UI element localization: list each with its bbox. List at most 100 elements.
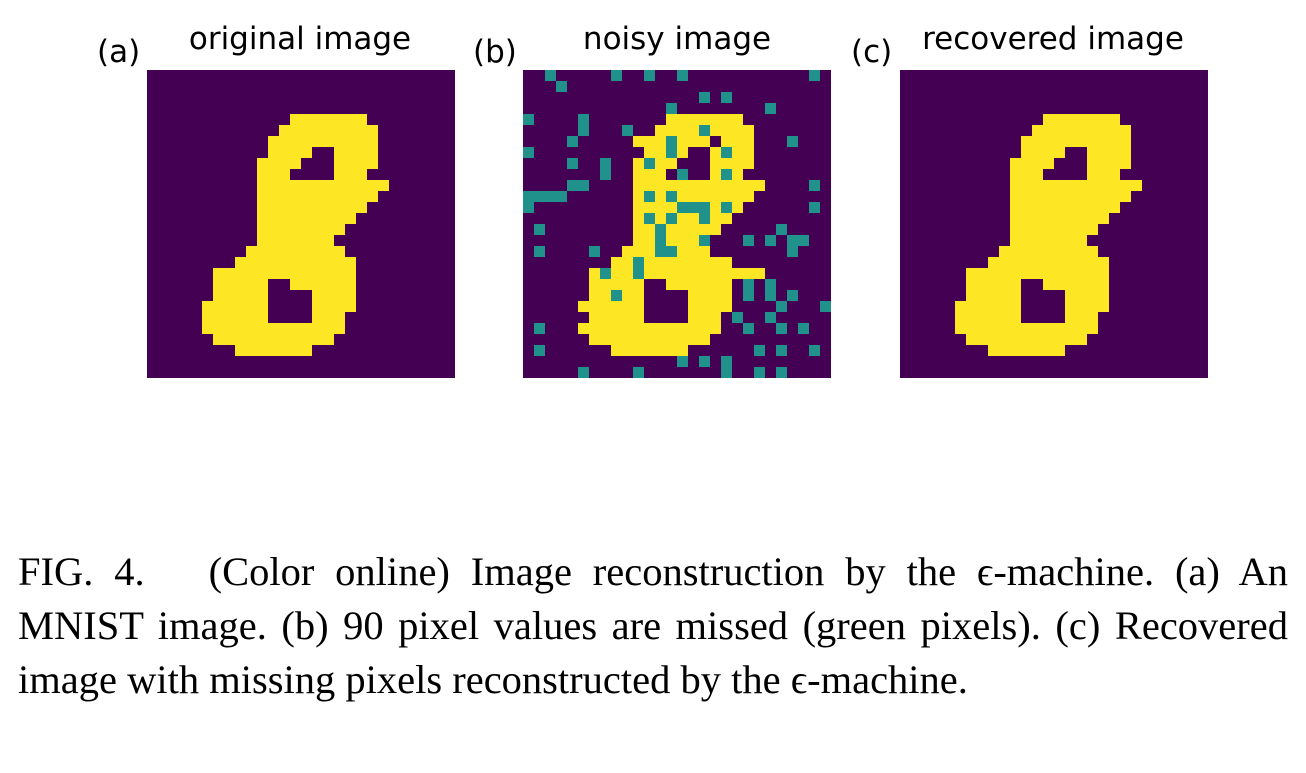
digit-pixel (1098, 136, 1110, 148)
missing-pixel (545, 70, 557, 82)
digit-pixel (1021, 147, 1033, 159)
digit-pixel (213, 290, 225, 302)
digit-pixel (1098, 202, 1110, 214)
missing-pixel (765, 279, 777, 291)
digit-pixel (257, 290, 269, 302)
digit-pixel (710, 279, 722, 291)
digit-pixel (633, 301, 645, 313)
digit-pixel (633, 158, 645, 170)
digit-pixel (1065, 290, 1077, 302)
digit-pixel (699, 323, 711, 335)
missing-pixel (644, 70, 656, 82)
digit-pixel (644, 257, 656, 269)
digit-pixel (356, 180, 368, 192)
digit-pixel (710, 169, 722, 181)
digit-pixel (1098, 213, 1110, 225)
digit-pixel (1065, 224, 1077, 236)
digit-pixel (754, 180, 766, 192)
digit-pixel (655, 345, 667, 357)
digit-pixel (213, 323, 225, 335)
digit-pixel (622, 345, 634, 357)
digit-pixel (1131, 180, 1143, 192)
digit-pixel (356, 202, 368, 214)
digit-pixel (677, 279, 689, 291)
digit-pixel (257, 268, 269, 280)
digit-pixel (213, 334, 225, 346)
missing-pixel (556, 81, 568, 93)
digit-pixel (1021, 257, 1033, 269)
digit-pixel (279, 147, 291, 159)
digit-pixel (1120, 147, 1132, 159)
digit-pixel (1032, 334, 1044, 346)
missing-pixel (787, 290, 799, 302)
missing-pixel (666, 147, 678, 159)
digit-pixel (644, 246, 656, 258)
digit-pixel (290, 257, 302, 269)
digit-pixel (1087, 323, 1099, 335)
digit-pixel (688, 257, 700, 269)
digit-pixel (1076, 290, 1088, 302)
digit-pixel (1043, 268, 1055, 280)
missing-pixel (589, 246, 601, 258)
digit-pixel (999, 301, 1011, 313)
digit-pixel (1087, 136, 1099, 148)
digit-pixel (312, 202, 324, 214)
digit-pixel (1043, 279, 1055, 291)
digit-pixel (710, 323, 722, 335)
digit-pixel (367, 180, 379, 192)
digit-pixel (699, 114, 711, 126)
digit-pixel (1087, 180, 1099, 192)
missing-pixel (721, 169, 733, 181)
digit-pixel (677, 246, 689, 258)
digit-pixel (1032, 169, 1044, 181)
panel-b-title: noisy image (582, 21, 772, 57)
missing-pixel (523, 191, 535, 203)
digit-pixel (334, 279, 346, 291)
digit-pixel (290, 246, 302, 258)
digit-pixel (677, 191, 689, 203)
digit-pixel (257, 246, 269, 258)
digit-pixel (1043, 136, 1055, 148)
digit-pixel (213, 301, 225, 313)
digit-pixel (1098, 169, 1110, 181)
digit-pixel (268, 334, 280, 346)
missing-pixel (644, 158, 656, 170)
digit-pixel (301, 125, 313, 137)
digit-pixel (1087, 169, 1099, 181)
digit-pixel (999, 334, 1011, 346)
missing-pixel (699, 202, 711, 214)
digit-pixel (743, 136, 755, 148)
digit-pixel (1109, 180, 1121, 192)
digit-pixel (279, 169, 291, 181)
digit-pixel (1032, 235, 1044, 247)
digit-pixel (633, 334, 645, 346)
digit-pixel (312, 312, 324, 324)
digit-pixel (246, 301, 258, 313)
digit-pixel (312, 235, 324, 247)
digit-pixel (1087, 213, 1099, 225)
missing-pixel (688, 202, 700, 214)
digit-pixel (732, 114, 744, 126)
digit-pixel (743, 158, 755, 170)
digit-pixel (1076, 125, 1088, 137)
digit-pixel (334, 169, 346, 181)
digit-pixel (1087, 279, 1099, 291)
digit-pixel (1065, 235, 1077, 247)
digit-pixel (1076, 279, 1088, 291)
digit-pixel (1010, 268, 1022, 280)
missing-pixel (699, 125, 711, 137)
digit-pixel (699, 136, 711, 148)
digit-pixel (1032, 180, 1044, 192)
digit-pixel (312, 257, 324, 269)
digit-pixel (367, 136, 379, 148)
digit-pixel (323, 268, 335, 280)
digit-pixel (721, 290, 733, 302)
digit-pixel (622, 290, 634, 302)
digit-pixel (356, 147, 368, 159)
digit-pixel (578, 301, 590, 313)
digit-pixel (611, 268, 623, 280)
digit-pixel (721, 301, 733, 313)
missing-pixel (699, 235, 711, 247)
digit-pixel (655, 334, 667, 346)
digit-pixel (235, 323, 247, 335)
